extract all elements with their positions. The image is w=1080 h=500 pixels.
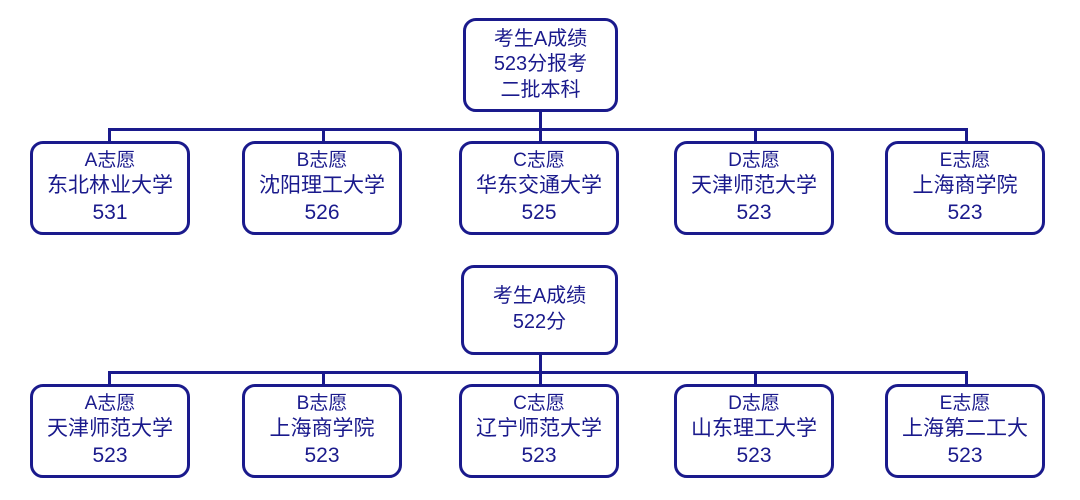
section-2-choice-b-school: 上海商学院 [269, 417, 375, 441]
section-2-choice-c-school: 辽宁师范大学 [476, 417, 602, 441]
section-1-choice-e-rank: E志愿 [939, 149, 991, 171]
section-2-choice-a-score: 523 [92, 444, 128, 468]
section-2-choice-a-rank: A志愿 [84, 392, 136, 414]
section-1-choice-d-rank: D志愿 [728, 149, 780, 171]
section-1-choice-e-score: 523 [947, 201, 983, 225]
section-1-choice-c-school: 华东交通大学 [476, 174, 602, 198]
section-1-drop-b [322, 128, 325, 143]
section-2-choice-d-rank: D志愿 [728, 392, 780, 414]
section-2-choice-e: E志愿 上海第二工大 523 [885, 384, 1045, 478]
section-1-choice-d-score: 523 [736, 201, 772, 225]
section-2-bus-line [108, 371, 968, 374]
section-2-drop-d [754, 371, 757, 386]
section-1-choice-b-score: 526 [304, 201, 340, 225]
section-2-drop-b [322, 371, 325, 386]
section-1-drop-c [539, 128, 542, 143]
section-1-drop-e [965, 128, 968, 143]
section-1-choice-d: D志愿 天津师范大学 523 [674, 141, 834, 235]
section-1-choice-c: C志愿 华东交通大学 525 [459, 141, 619, 235]
section-2-choice-d: D志愿 山东理工大学 523 [674, 384, 834, 478]
section-2-choice-d-school: 山东理工大学 [691, 417, 817, 441]
section-1-choice-b-school: 沈阳理工大学 [259, 174, 385, 198]
section-2-choice-e-school: 上海第二工大 [902, 417, 1028, 441]
section-2-root-line-1: 考生A成绩 [492, 285, 587, 308]
section-1-choice-d-school: 天津师范大学 [691, 174, 817, 198]
section-2-choice-a: A志愿 天津师范大学 523 [30, 384, 190, 478]
section-1-bus-line [108, 128, 968, 131]
section-2-root-line-2: 522分 [512, 311, 567, 333]
section-2-choice-c-score: 523 [521, 444, 557, 468]
section-2-drop-c [539, 371, 542, 386]
section-1-choice-b-rank: B志愿 [296, 149, 348, 171]
section-1-choice-c-rank: C志愿 [513, 149, 565, 171]
section-1-choice-a-rank: A志愿 [84, 149, 136, 171]
section-2-drop-e [965, 371, 968, 386]
section-2-choice-b-score: 523 [304, 444, 340, 468]
section-2-choice-c-rank: C志愿 [513, 392, 565, 414]
section-1-choice-e-school: 上海商学院 [912, 174, 1018, 198]
section-1-choice-a: A志愿 东北林业大学 531 [30, 141, 190, 235]
section-1-root-node: 考生A成绩 523分报考 二批本科 [463, 18, 618, 112]
section-2-choice-e-rank: E志愿 [939, 392, 991, 414]
section-1-choice-c-score: 525 [521, 201, 557, 225]
section-2-drop-a [108, 371, 111, 386]
section-2-choice-b: B志愿 上海商学院 523 [242, 384, 402, 478]
section-1-drop-d [754, 128, 757, 143]
section-2-choice-b-rank: B志愿 [296, 392, 348, 414]
section-1-choice-a-score: 531 [92, 201, 128, 225]
section-1-root-line-3: 二批本科 [500, 78, 581, 101]
section-1-choice-b: B志愿 沈阳理工大学 526 [242, 141, 402, 235]
section-2-choice-a-school: 天津师范大学 [47, 417, 173, 441]
section-1-drop-a [108, 128, 111, 143]
section-1-root-line-1: 考生A成绩 [493, 27, 588, 50]
section-2-choice-c: C志愿 辽宁师范大学 523 [459, 384, 619, 478]
section-2-root-node: 考生A成绩 522分 [461, 265, 618, 355]
section-1-root-stem [539, 112, 542, 131]
section-2-root-stem [539, 355, 542, 374]
section-1-choice-e: E志愿 上海商学院 523 [885, 141, 1045, 235]
section-1-root-line-2: 523分报考 [493, 53, 588, 76]
section-2-choice-e-score: 523 [947, 444, 983, 468]
section-2-choice-d-score: 523 [736, 444, 772, 468]
section-1-choice-a-school: 东北林业大学 [47, 174, 173, 198]
